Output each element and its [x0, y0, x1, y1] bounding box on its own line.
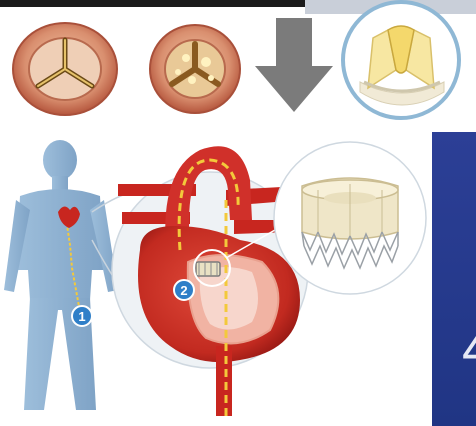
down-arrow-icon — [255, 18, 333, 112]
step-1-badge: 1 — [72, 306, 92, 326]
catheter-with-valve — [196, 262, 220, 276]
human-silhouette — [4, 140, 118, 410]
native-valve-healthy — [13, 23, 117, 115]
svg-text:2: 2 — [180, 283, 187, 298]
svg-text:1: 1 — [78, 309, 85, 324]
prosthetic-valve-inset — [343, 2, 459, 118]
step-2-badge: 2 — [174, 280, 194, 300]
native-valve-calcified — [150, 25, 240, 113]
stent-valve-inset — [274, 142, 426, 294]
